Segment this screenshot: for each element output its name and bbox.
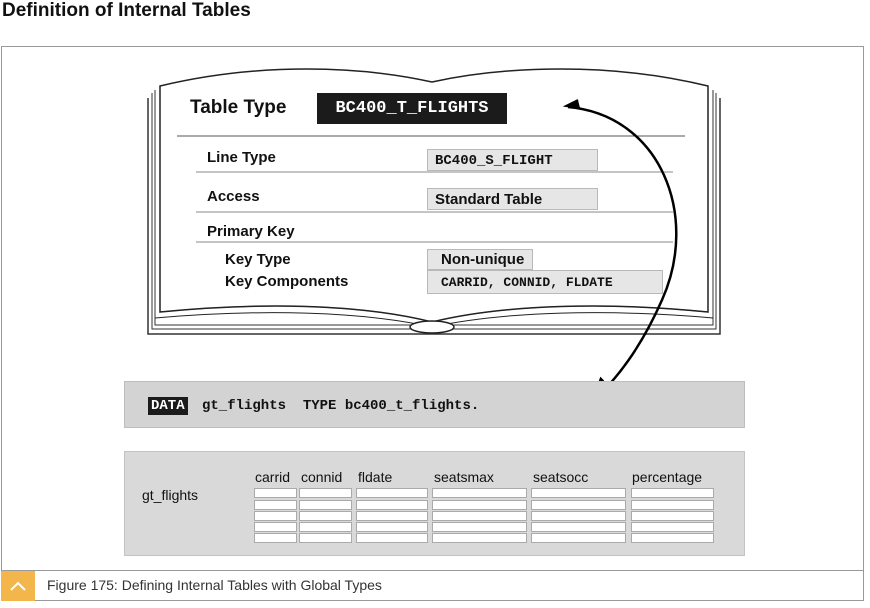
table-cell	[631, 500, 714, 510]
primary-key-label: Primary Key	[207, 223, 295, 240]
table-cell	[432, 522, 527, 532]
line-type-label: Line Type	[207, 149, 276, 166]
table-cell	[356, 488, 428, 498]
column-header: seatsmax	[434, 469, 494, 485]
table-cell	[299, 500, 352, 510]
access-label: Access	[207, 188, 260, 205]
table-cell	[531, 488, 626, 498]
collapse-button[interactable]	[1, 571, 35, 601]
column-header: connid	[301, 469, 343, 485]
line-type-value: BC400_S_FLIGHT	[427, 149, 598, 171]
column-header: seatsocc	[533, 469, 589, 485]
table-cell	[531, 500, 626, 510]
table-cell	[254, 488, 297, 498]
table-cell	[631, 488, 714, 498]
table-type-name: BC400_T_FLIGHTS	[317, 93, 507, 124]
key-components-label: Key Components	[225, 273, 349, 290]
internal-table-name: gt_flights	[142, 487, 199, 503]
table-cell	[631, 511, 714, 521]
data-keyword: DATA	[148, 397, 188, 415]
data-declaration: gt_flights TYPE bc400_t_flights.	[202, 398, 480, 414]
table-cell	[356, 522, 428, 532]
access-value: Standard Table	[427, 188, 598, 210]
table-cell	[631, 533, 714, 543]
reference-arrow	[567, 105, 678, 403]
column-header: carrid	[255, 469, 291, 485]
table-type-label: Table Type	[190, 97, 287, 118]
internal-table-panel: gt_flights carrid connid fldate seatsmax…	[124, 451, 745, 556]
table-cell	[356, 500, 428, 510]
key-components-value: CARRID, CONNID, FLDATE	[427, 270, 663, 294]
table-cell	[299, 522, 352, 532]
figure-caption: Figure 175: Defining Internal Tables wit…	[47, 577, 382, 593]
data-statement: DATA gt_flights TYPE bc400_t_flights.	[124, 381, 745, 428]
column-header: fldate	[358, 469, 393, 485]
table-cell	[432, 533, 527, 543]
key-type-value: Non-unique	[427, 249, 533, 270]
table-cell	[254, 500, 297, 510]
key-type-label: Key Type	[225, 251, 291, 268]
table-cell	[254, 522, 297, 532]
table-cell	[531, 533, 626, 543]
table-cell	[432, 511, 527, 521]
table-cell	[356, 511, 428, 521]
table-cell	[356, 533, 428, 543]
table-cell	[631, 522, 714, 532]
figure-caption-bar: Figure 175: Defining Internal Tables wit…	[1, 570, 864, 601]
chevron-up-icon	[10, 581, 26, 591]
table-cell	[531, 522, 626, 532]
table-cell	[531, 511, 626, 521]
table-cell	[299, 488, 352, 498]
table-cell	[299, 511, 352, 521]
table-cell	[432, 488, 527, 498]
table-cell	[254, 511, 297, 521]
page-title: Definition of Internal Tables	[2, 0, 251, 21]
table-cell	[254, 533, 297, 543]
table-cell	[432, 500, 527, 510]
table-cell	[299, 533, 352, 543]
column-header: percentage	[632, 469, 703, 485]
